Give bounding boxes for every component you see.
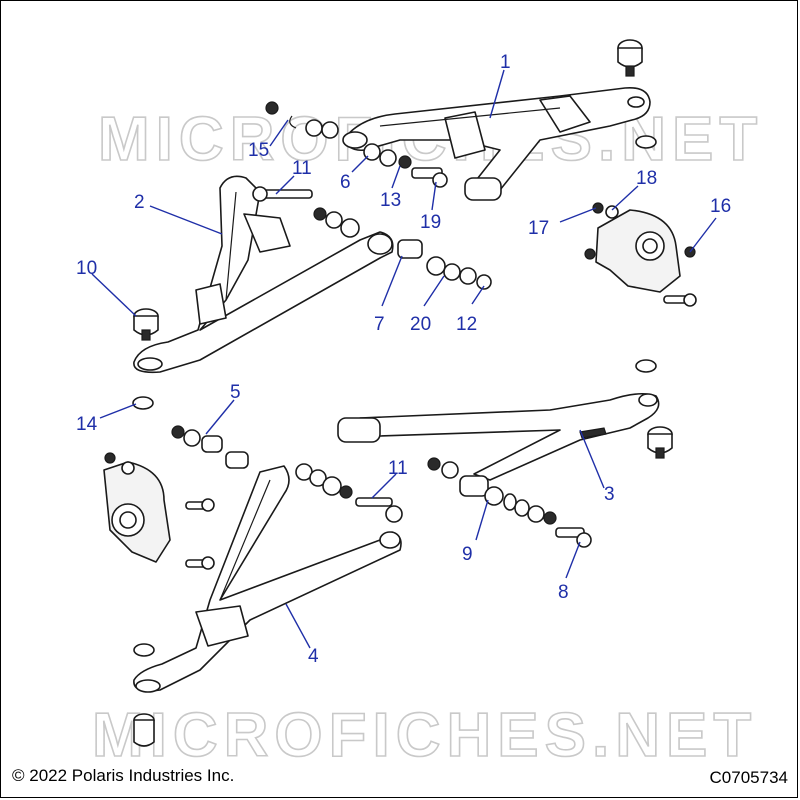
figure-id: C0705734 — [709, 768, 788, 787]
ball-joint-top — [617, 39, 643, 77]
callout-3: 3 — [604, 484, 615, 505]
leader-lines — [91, 69, 717, 649]
callout-20: 20 — [410, 314, 431, 335]
callout-14: 14 — [76, 414, 98, 435]
watermark-bottom: MICROFICHES.NET — [92, 701, 757, 770]
hardware-lower-right — [427, 457, 592, 548]
washer-top-right — [635, 135, 657, 149]
callout-7: 7 — [374, 314, 385, 335]
washer-14 — [132, 396, 154, 410]
callout-11-upper: 11 — [292, 158, 312, 179]
upper-control-arm-1 — [342, 86, 651, 201]
bolt-and-bushings-2 — [252, 186, 492, 290]
callout-19: 19 — [420, 212, 441, 233]
callout-1: 1 — [500, 52, 511, 73]
callout-8: 8 — [558, 582, 569, 603]
callout-18: 18 — [636, 168, 657, 189]
callout-16: 16 — [710, 196, 731, 217]
hardware-upper-row — [265, 101, 448, 188]
washer-lower-left — [133, 643, 155, 657]
hardware-lower-left — [171, 425, 403, 523]
callout-labels: 1 2 3 4 5 6 7 8 9 10 11 11 12 13 14 15 1… — [76, 52, 731, 667]
callout-11-lower: 11 — [388, 458, 408, 479]
knuckle-right — [584, 202, 697, 307]
callout-9: 9 — [462, 544, 473, 565]
callout-2: 2 — [134, 192, 145, 213]
ball-joint-bottom — [133, 713, 155, 747]
callout-10: 10 — [76, 258, 97, 279]
callout-6: 6 — [340, 172, 351, 193]
lower-control-arm-3 — [337, 392, 660, 481]
callout-12: 12 — [456, 314, 477, 335]
callout-17: 17 — [528, 218, 549, 239]
washer-top-lower-right — [635, 359, 657, 373]
callout-4: 4 — [308, 646, 319, 667]
callout-15: 15 — [248, 140, 269, 161]
ball-joint-left — [133, 308, 159, 341]
lower-control-arm-4 — [133, 465, 402, 693]
knuckle-left — [103, 452, 215, 570]
upper-control-arm-2 — [133, 175, 394, 374]
callout-5: 5 — [230, 382, 241, 403]
ball-joint-lower-right — [647, 426, 673, 459]
copyright-text: © 2022 Polaris Industries Inc. — [12, 766, 235, 785]
callout-13: 13 — [380, 190, 401, 211]
